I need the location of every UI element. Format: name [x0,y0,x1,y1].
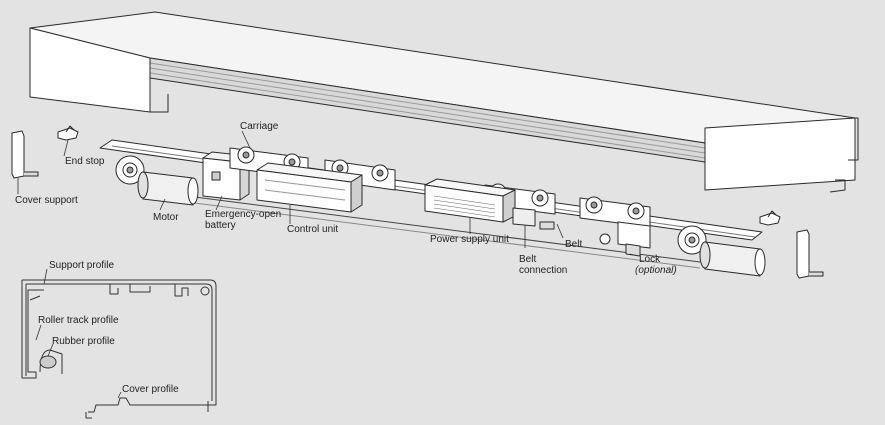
belt-connection [512,207,555,230]
cover-profile-rail [29,11,859,193]
label-motor: Motor [153,212,179,223]
leader-lines [17,130,639,257]
label-control-unit: Control unit [287,224,339,235]
label-cover-support: Cover support [15,195,78,206]
label-lock-optional: (optional) [635,265,677,276]
cross-section [21,279,217,419]
motor-left [115,155,199,206]
cover-support-right [796,229,824,279]
inset-leader-lines [35,268,122,399]
label-rubber-profile: Rubber profile [52,336,115,347]
belt-lower [139,195,701,269]
control-unit [256,162,363,213]
label-emergency-battery-line2: battery [205,220,236,231]
label-support-profile: Support profile [49,260,115,271]
cover-support-left [11,130,39,179]
label-cover-profile: Cover profile [122,384,179,395]
label-belt: Belt [565,239,583,250]
label-emergency-battery-line1: Emergency-open [205,209,282,220]
label-end-stop: End stop [65,156,105,167]
end-stop-right [759,210,781,226]
carriage-4 [579,196,651,228]
label-belt-connection-line2: connection [519,265,568,276]
label-roller-track-profile: Roller track profile [38,315,119,326]
label-power-supply-unit: Power supply unit [430,234,509,245]
lock [599,221,651,257]
motor-right [677,225,766,277]
label-belt-connection-line1: Belt [519,254,537,265]
label-carriage: Carriage [240,121,279,132]
belt [139,189,701,263]
end-stop-left [57,125,79,141]
power-supply-unit [424,178,516,223]
label-lock: Lock [639,254,661,265]
